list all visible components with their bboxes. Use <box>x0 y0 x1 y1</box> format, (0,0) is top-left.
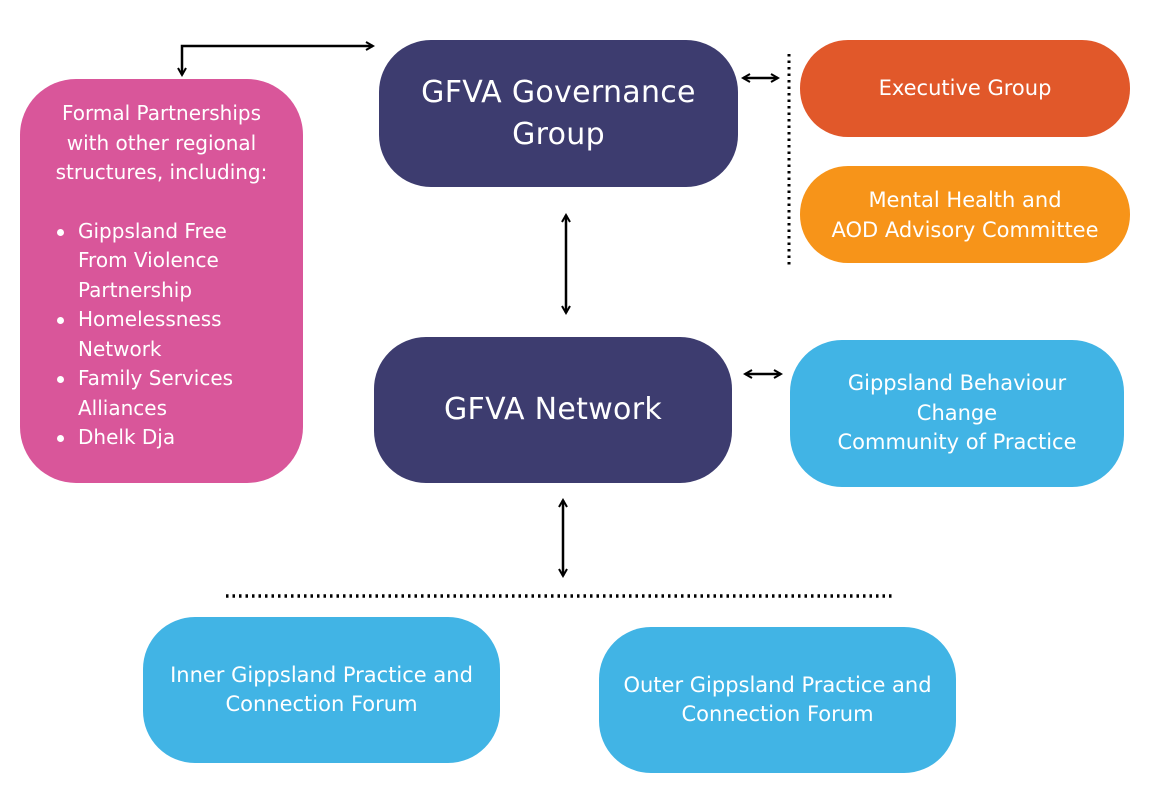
label-line: Mental Health and <box>868 187 1062 212</box>
item-line: From Violence <box>78 248 219 272</box>
label-line: Gippsland Behaviour <box>847 371 1067 396</box>
item-line: Partnership <box>78 277 193 302</box>
intro-line: structures, including: <box>55 160 268 184</box>
outer-forum-box: Outer Gippsland Practice and Connection … <box>599 627 956 773</box>
partnership-item-gfvp: Gippsland Free From Violence Partnership <box>57 217 293 306</box>
inner-forum-box: Inner Gippsland Practice and Connection … <box>143 617 500 763</box>
label-line: Change <box>916 400 998 425</box>
label-line: GFVA Governance <box>421 74 696 110</box>
item-line: Dhelk Dja <box>78 425 176 449</box>
partnership-item-dhelk-dja: Dhelk Dja <box>57 423 293 453</box>
item-line: Network <box>78 336 162 361</box>
label-line: Inner Gippsland Practice and <box>170 662 473 687</box>
partnership-item-homelessness: Homelessness Network <box>57 305 293 364</box>
label-line: Outer Gippsland Practice and <box>623 672 932 697</box>
governance-group-box: GFVA Governance Group <box>379 40 738 187</box>
intro-line: with other regional <box>66 130 257 155</box>
behaviour-change-label: Gippsland Behaviour Change Community of … <box>837 369 1076 458</box>
behaviour-change-box: Gippsland Behaviour Change Community of … <box>790 340 1124 487</box>
formal-to-governance-arrow <box>182 46 373 75</box>
item-line: Alliances <box>78 395 168 420</box>
item-line: Gippsland Free <box>78 218 227 243</box>
label-line: Connection Forum <box>681 702 874 726</box>
formal-partnerships-intro: Formal Partnerships with other regional … <box>30 99 293 188</box>
label-line: Connection Forum <box>225 692 418 716</box>
executive-group-box: Executive Group <box>800 40 1130 137</box>
mental-health-committee-box: Mental Health and AOD Advisory Committee <box>800 166 1130 263</box>
network-label: GFVA Network <box>443 392 663 427</box>
item-line: Homelessness <box>78 307 222 331</box>
governance-group-label: GFVA Governance Group <box>421 72 696 156</box>
formal-partnerships-box: Formal Partnerships with other regional … <box>20 79 303 483</box>
label-line: AOD Advisory Committee <box>831 217 1099 242</box>
partnership-list: Gippsland Free From Violence Partnership… <box>30 217 293 453</box>
intro-line: Formal Partnerships <box>61 101 261 125</box>
partnership-item-family-services: Family Services Alliances <box>57 364 293 423</box>
network-box: GFVA Network <box>374 337 732 483</box>
item-line: Family Services <box>78 366 234 390</box>
label-line: Community of Practice <box>837 430 1077 455</box>
outer-forum-label: Outer Gippsland Practice and Connection … <box>623 671 931 730</box>
inner-forum-label: Inner Gippsland Practice and Connection … <box>170 661 473 720</box>
mental-health-committee-label: Mental Health and AOD Advisory Committee <box>831 185 1098 245</box>
executive-group-label: Executive Group <box>878 76 1052 100</box>
label-line: Group <box>512 116 605 152</box>
